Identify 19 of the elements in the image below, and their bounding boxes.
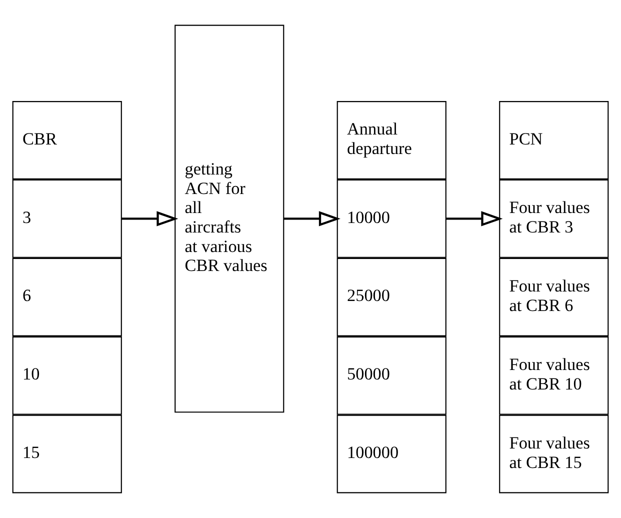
arrow [446, 211, 503, 226]
node-box: 100000 [336, 414, 446, 494]
node-box: 25000 [336, 258, 446, 336]
node-box: Annual departure [336, 101, 446, 180]
node-box: PCN [499, 101, 609, 180]
node-box: 10000 [336, 179, 446, 258]
node-box: CBR [12, 101, 122, 180]
node-box: getting ACN for all aircrafts at various CBR values [174, 24, 284, 413]
node-box: 10 [12, 336, 122, 415]
node-box: Four values at CBR 3 [499, 179, 609, 258]
node-box: 6 [12, 258, 122, 336]
node-box: 15 [12, 414, 122, 494]
arrow [284, 211, 340, 226]
node-box: 3 [12, 179, 122, 258]
node-box: 50000 [336, 336, 446, 415]
node-box: Four values at CBR 10 [499, 336, 609, 415]
arrow [122, 211, 178, 226]
node-box: Four values at CBR 15 [499, 414, 609, 494]
node-box: Four values at CBR 6 [499, 258, 609, 336]
